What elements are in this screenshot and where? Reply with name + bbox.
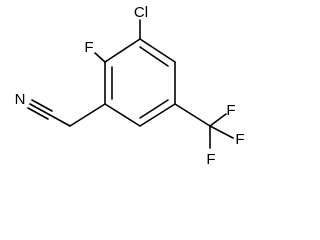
nitrile-triple-bond: [27, 107, 49, 120]
bond-to-cf3-carbon: [174, 103, 211, 127]
bond-methylene-to-nitrile: [49, 114, 71, 127]
benzene-ring: [104, 38, 176, 127]
atom-label-cf3-fluorine-top: F: [226, 102, 235, 119]
ring-bond: [139, 38, 176, 63]
atom-label-nitrogen: N: [15, 91, 26, 108]
ring-double-bond: [139, 46, 169, 67]
atom-label-cf3-fluorine-bottom: F: [206, 151, 215, 168]
ring-double-bond: [139, 99, 169, 119]
atom-label-cf3-fluorine-right: F: [235, 131, 244, 148]
atom-label-chlorine: Cl: [134, 4, 148, 21]
bond-to-fluorine: [94, 52, 106, 63]
bond-cf3-f-top: [209, 113, 227, 127]
bond-to-methylene: [69, 103, 106, 127]
ring-bond: [104, 103, 141, 127]
ring-bond: [104, 38, 141, 63]
ring-bond: [139, 103, 176, 127]
nitrile-triple-bond: [29, 103, 51, 116]
nitrile-triple-bond: [31, 99, 53, 112]
chemical-structure: Cl F N F F F: [15, 4, 245, 168]
bond-cf3-f-right: [209, 125, 234, 139]
atom-label-fluorine: F: [84, 39, 93, 56]
